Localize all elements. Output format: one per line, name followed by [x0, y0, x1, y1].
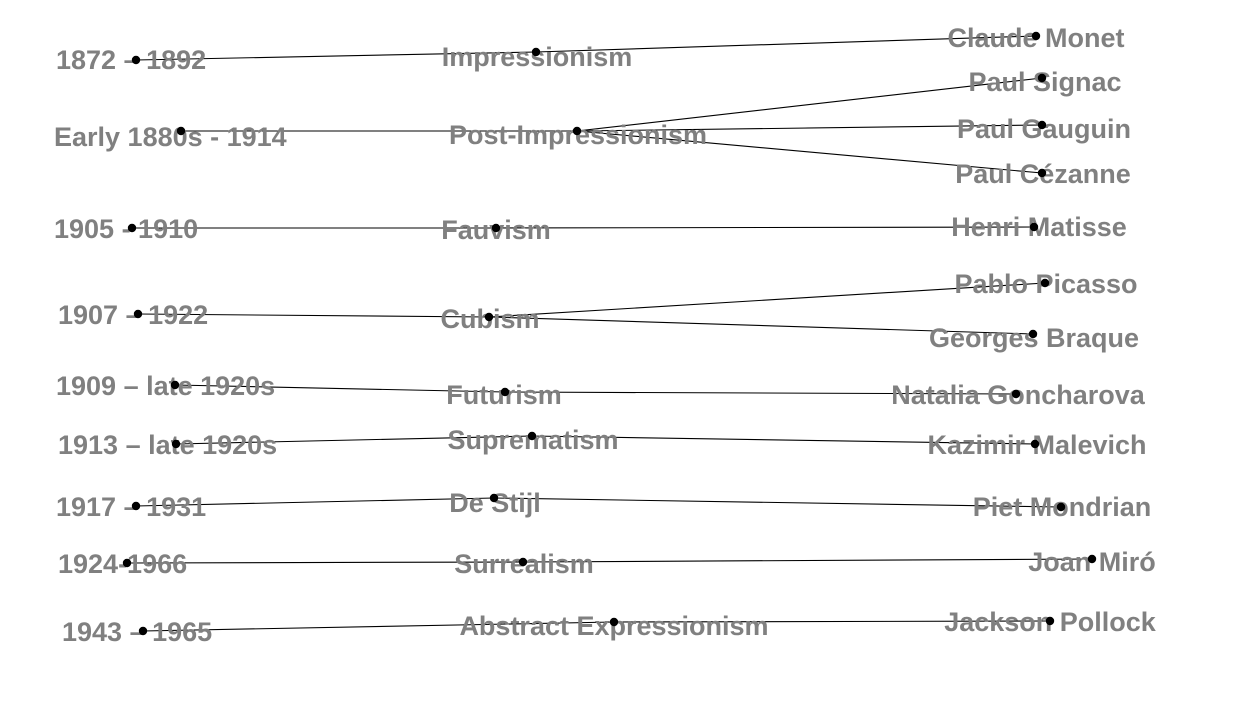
- node-period-impressionism: [131, 55, 141, 65]
- node-period-cubism: [133, 309, 143, 319]
- node-movement-fauvism: [491, 223, 501, 233]
- connection-nodes: [122, 31, 1097, 636]
- edge-period-abstract-expressionism: [142, 621, 615, 632]
- edge-period-impressionism: [135, 51, 537, 61]
- node-artist-joan-miro: [1087, 554, 1097, 564]
- node-movement-surrealism: [518, 557, 528, 567]
- movement-label-suprematism: Suprematism: [447, 425, 618, 455]
- artist-label-georges-braque: Georges Braque: [929, 323, 1139, 353]
- node-artist-claude-monet: [1031, 31, 1041, 41]
- node-artist-paul-gauguin: [1037, 120, 1047, 130]
- node-period-de-stijl: [131, 501, 141, 511]
- node-period-abstract-expressionism: [138, 626, 148, 636]
- node-movement-suprematism: [527, 431, 537, 441]
- node-movement-de-stijl: [489, 493, 499, 503]
- node-artist-pablo-picasso: [1040, 278, 1050, 288]
- period-label-abstract-expressionism: 1943 – 1965: [62, 617, 212, 647]
- node-artist-paul-signac: [1037, 73, 1047, 83]
- node-movement-futurism: [500, 387, 510, 397]
- edge-fauvism-henri-matisse: [495, 226, 1035, 229]
- artist-label-paul-signac: Paul Signac: [968, 67, 1121, 97]
- edge-period-suprematism: [175, 435, 533, 445]
- node-period-futurism: [170, 380, 180, 390]
- edge-cubism-georges-braque: [488, 316, 1034, 335]
- artist-label-paul-gauguin: Paul Gauguin: [957, 114, 1131, 144]
- edge-suprematism-kazimir-malevich: [531, 435, 1036, 445]
- period-label-cubism: 1907 – 1922: [58, 300, 208, 330]
- edge-post-impressionism-paul-gauguin: [576, 124, 1043, 132]
- node-artist-henri-matisse: [1029, 222, 1039, 232]
- period-label-futurism: 1909 – late 1920s: [56, 371, 275, 401]
- period-label-de-stijl: 1917 – 1931: [56, 492, 206, 522]
- node-artist-jackson-pollock: [1045, 616, 1055, 626]
- movement-label-impressionism: Impressionism: [442, 42, 633, 72]
- edge-cubism-pablo-picasso: [488, 282, 1046, 318]
- edge-post-impressionism-paul-signac: [576, 77, 1043, 132]
- artist-label-henri-matisse: Henri Matisse: [951, 212, 1127, 242]
- edge-period-futurism: [174, 384, 506, 393]
- period-label-suprematism: 1913 – late 1920s: [58, 430, 277, 460]
- edge-surrealism-joan-miro: [522, 558, 1093, 563]
- node-artist-piet-mondrian: [1056, 502, 1066, 512]
- movement-label-de-stijl: De Stijl: [449, 488, 541, 518]
- node-artist-georges-braque: [1028, 329, 1038, 339]
- node-movement-abstract-expressionism: [609, 617, 619, 627]
- node-artist-paul-cezanne: [1037, 168, 1047, 178]
- edge-period-de-stijl: [135, 497, 495, 507]
- movement-label-post-impressionism: Post-Impressionism: [449, 120, 707, 150]
- node-movement-impressionism: [531, 47, 541, 57]
- node-period-post-impressionism: [176, 126, 186, 136]
- edge-period-surrealism: [126, 561, 524, 564]
- edge-abstract-expressionism-jackson-pollock: [613, 620, 1051, 623]
- node-period-fauvism: [127, 223, 137, 233]
- node-movement-post-impressionism: [572, 126, 582, 136]
- edge-period-cubism: [137, 313, 490, 318]
- node-period-surrealism: [122, 558, 132, 568]
- period-label-fauvism: 1905 - 1910: [54, 214, 198, 244]
- edge-de-stijl-piet-mondrian: [493, 497, 1062, 508]
- period-label-surrealism: 1924-1966: [58, 549, 187, 579]
- edge-impressionism-claude-monet: [535, 35, 1037, 53]
- node-movement-cubism: [484, 312, 494, 322]
- node-period-suprematism: [171, 439, 181, 449]
- node-artist-kazimir-malevich: [1030, 439, 1040, 449]
- edge-futurism-natalia-goncharova: [504, 391, 1017, 395]
- period-label-post-impressionism: Early 1880s - 1914: [54, 122, 287, 152]
- connection-lines: [126, 35, 1093, 632]
- node-artist-natalia-goncharova: [1011, 389, 1021, 399]
- edge-post-impressionism-paul-cezanne: [576, 130, 1043, 174]
- period-label-impressionism: 1872 – 1892: [56, 45, 206, 75]
